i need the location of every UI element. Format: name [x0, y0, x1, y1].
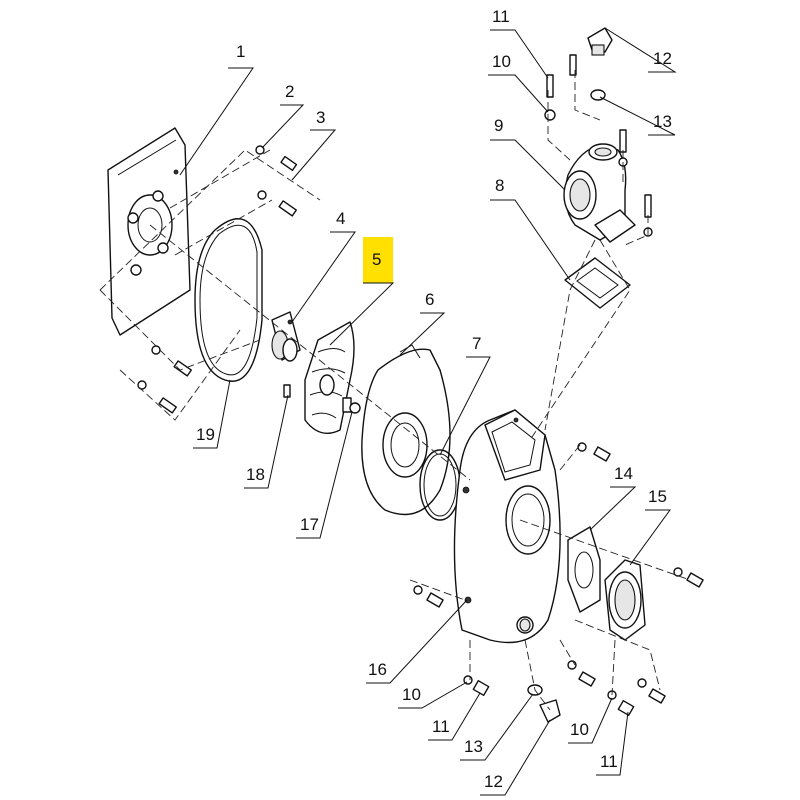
callout-12-top: 12: [653, 49, 672, 68]
callout-7: 7: [472, 334, 481, 353]
assembly-axis-lines: [99, 70, 691, 711]
callout-10-top: 10: [492, 52, 511, 71]
callout-labels: 1 2 3 4 5 6 7 8 9 10 11 12 13 14 15 16 1…: [196, 7, 672, 791]
callout-13-bottom: 13: [464, 737, 483, 756]
seal-part: [271, 311, 301, 362]
volute-part: [361, 344, 451, 516]
callout-12-bottom: 12: [484, 772, 503, 791]
pump-housing-part: [453, 409, 561, 644]
callout-4: 4: [336, 209, 345, 228]
callout-11-bottom-left: 11: [432, 717, 450, 736]
callout-5: 5: [372, 250, 381, 269]
callout-11-top: 11: [492, 7, 510, 26]
inlet-elbow-part: [563, 143, 636, 243]
discharge-flange-part: [604, 559, 646, 641]
callout-19: 19: [196, 425, 215, 444]
callout-3: 3: [316, 108, 325, 127]
callout-17: 17: [300, 515, 319, 534]
bolt-set: [137, 54, 704, 723]
callout-6: 6: [425, 290, 434, 309]
highlight-box: [363, 237, 393, 283]
top-plug-part: [587, 27, 613, 56]
callout-10-bottom-left: 10: [402, 685, 421, 704]
flange-gasket-part: [564, 257, 631, 309]
back-plate-part: [107, 127, 191, 336]
callout-16: 16: [368, 660, 387, 679]
callout-1: 1: [236, 42, 245, 61]
callout-2: 2: [285, 82, 294, 101]
callout-14: 14: [614, 464, 633, 483]
gasket-ring-part: [194, 218, 263, 382]
callout-9: 9: [494, 116, 503, 135]
discharge-gasket-part: [567, 526, 601, 613]
callout-10-bottom-right: 10: [570, 720, 589, 739]
callout-13-top: 13: [653, 112, 672, 131]
callout-18: 18: [246, 465, 265, 484]
callout-11-bottom-right: 11: [600, 752, 618, 771]
impeller-bolt-part: [342, 397, 361, 414]
callout-8: 8: [495, 176, 504, 195]
callout-15: 15: [648, 487, 667, 506]
leader-lines: [179, 27, 677, 796]
key-part: [283, 384, 291, 398]
impeller-part: [304, 321, 355, 434]
